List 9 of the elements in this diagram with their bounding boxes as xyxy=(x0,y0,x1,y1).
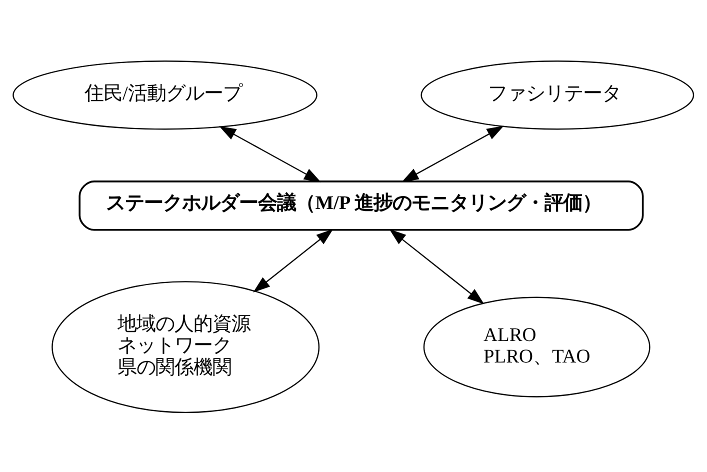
arrow xyxy=(253,228,334,292)
arrow xyxy=(219,126,322,182)
node-ellipse: 住民/活動グループ xyxy=(12,60,318,130)
arrow xyxy=(402,125,504,182)
node-ellipse: ファシリテータ xyxy=(420,60,694,130)
node-ellipse: 地域の人的資源 ネットワーク 県の関係機関 xyxy=(52,280,320,413)
arrow xyxy=(389,228,484,304)
node-box: ステークホルダー会議（M/P 進捗のモニタリング・評価） xyxy=(78,180,644,230)
node-ellipse: ALRO PLRO、TAO xyxy=(423,296,650,397)
